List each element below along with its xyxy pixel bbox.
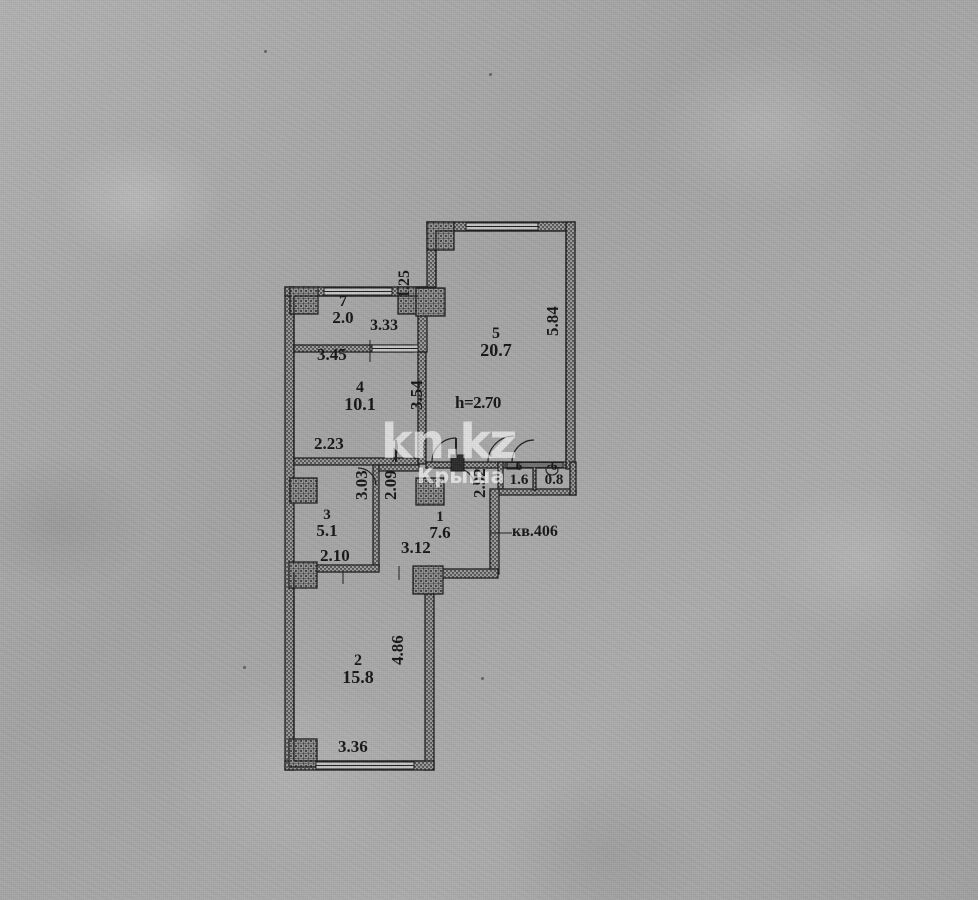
room-area: 5.1 — [316, 521, 338, 540]
room-area: 1.6 — [509, 472, 529, 488]
dimension-3-03: 3.03 — [352, 470, 371, 500]
room-number: 6 — [515, 458, 523, 473]
room-area: 0.8 — [544, 472, 564, 488]
room-label-2: 2 15.8 — [335, 652, 381, 686]
fixtures-layer — [450, 454, 559, 476]
paper-speck — [489, 73, 492, 76]
room-area: 15.8 — [342, 667, 374, 687]
room-label-4: 4 10.1 — [338, 379, 382, 413]
room-number: 5 — [492, 325, 500, 342]
dimension-3-36: 3.36 — [338, 737, 368, 756]
room-label-5: 5 20.7 — [472, 325, 520, 359]
room-label-1: 1 7.6 — [422, 509, 458, 541]
windows-layer — [315, 222, 564, 770]
dimension-3-33: 3.33 — [370, 317, 398, 334]
dimension-3-12: 3.12 — [401, 538, 431, 557]
room-number: 1 — [436, 509, 444, 525]
dimension-5-84: 5.84 — [543, 306, 562, 336]
room-label-3: 3 5.1 — [308, 507, 346, 539]
room-outlines — [293, 230, 567, 762]
dimension-2-23: 2.23 — [314, 434, 344, 453]
apartment-number-label: кв.406 — [512, 523, 558, 540]
dimension-2-09: 2.09 — [381, 470, 400, 500]
ceiling-height-label: h=2.70 — [455, 393, 501, 412]
room-area: 10.1 — [344, 394, 376, 414]
room-label-8: 6 0.8 — [540, 459, 568, 487]
room-number: 3 — [323, 507, 331, 523]
paper-speck — [243, 666, 246, 669]
room-number: 4 — [356, 379, 364, 396]
room-label-6: 6 1.6 — [505, 458, 533, 488]
dimension-lines — [293, 340, 512, 584]
room-area: 7.6 — [429, 523, 451, 542]
paper-speck — [264, 50, 267, 53]
dimension-4-86: 4.86 — [388, 635, 407, 665]
dimension-3-45: 3.45 — [317, 345, 347, 364]
paper-speck — [481, 677, 484, 680]
room-number: 7 — [339, 293, 347, 310]
dimension-3-54: 3.54 — [407, 380, 426, 410]
room-number: 6 — [550, 459, 558, 473]
room-area: 20.7 — [480, 340, 512, 360]
room-number: 2 — [354, 652, 362, 669]
dimension-1-25: 1.25 — [396, 270, 413, 298]
dimension-2-92: 2.92 — [470, 468, 489, 498]
dimension-2-10: 2.10 — [320, 546, 350, 565]
room-label-7: 7 2.0 — [326, 293, 360, 327]
room-area: 2.0 — [332, 308, 354, 327]
